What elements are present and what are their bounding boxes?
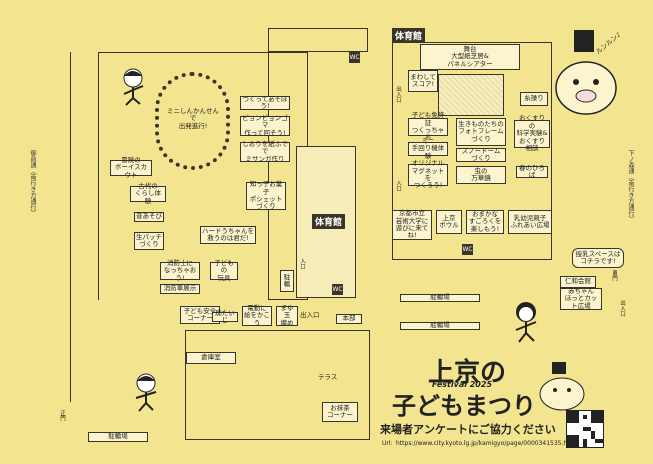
child-running-icon — [130, 372, 162, 412]
gym-door: 出入口 — [395, 86, 401, 103]
gym-booth: 乳幼児親子 ふれあい広場 — [508, 210, 552, 234]
outdoor-booth: 消防士に なっちゃおう! — [160, 259, 200, 281]
stage-title: 舞台 — [463, 44, 477, 53]
south-building — [185, 330, 370, 440]
outdoor-booth: 子ども安全 コーナー — [180, 306, 220, 324]
road-label-left: 御前通（南行き方通行） — [29, 150, 36, 216]
north-building — [268, 28, 368, 52]
gym-booth: オリジナル マグネットを つくろう! — [408, 159, 448, 189]
gym-booth: まわして スコア! — [408, 70, 438, 92]
main-gym — [392, 42, 552, 260]
qr-code-icon[interactable] — [566, 410, 604, 448]
toilet-icon: WC — [332, 284, 343, 295]
gym-booth: 上京 ボウル — [436, 210, 462, 234]
main-gate: 正門 — [59, 410, 65, 421]
outdoor-booth: 消防車展示 — [160, 284, 200, 294]
survey-url[interactable]: https://www.city.kyoto.lg.jp/kamigyo/pag… — [396, 440, 578, 447]
outdoor-booth: 知っ子お菓子 ポシェット づくり — [246, 180, 286, 210]
outdoor-booth: 廃たいじ — [212, 309, 238, 324]
train-track-label: ミニしんかんせんで 出発進行! — [167, 107, 219, 130]
outdoor-booth: つくってあそぼう! — [240, 95, 290, 110]
gym-booth: 京都市立 芸術大学に 遊びに来てね! — [392, 209, 432, 240]
child-running-icon — [508, 300, 544, 344]
toilet-icon: WC — [349, 52, 360, 63]
outdoor-booth: ピョンピョンゴマ 作って回そう! — [240, 114, 290, 136]
gym-booth: 生きものたちの フォトフレーム づくり — [456, 118, 506, 146]
festival-badge: Festival 2025 — [432, 380, 493, 389]
gym-booth: ミニ 手回り機体験 — [408, 137, 448, 159]
outdoor-booth: 昔あそび — [134, 212, 164, 222]
storage-room: 倉庫室 — [186, 352, 236, 364]
gym-booth: 春のひろば — [516, 164, 548, 179]
festival-title: 上京の Festival 2025 子どもまつり — [392, 352, 542, 422]
outer-wall-top — [98, 52, 268, 53]
gym-door: 入口 — [395, 180, 401, 191]
outdoor-booth: まゆ玉 織め — [276, 304, 298, 326]
gym-booth: おくすりの 科学実験& おくすり相談 — [514, 115, 550, 152]
outdoor-booth: 生パッチ づくり — [134, 232, 164, 250]
gym-booth: おまかな すごろくを 楽しもう! — [466, 210, 504, 234]
outdoor-booth: 駐輪 — [280, 270, 294, 292]
east-gate: 東門 — [611, 270, 617, 281]
outdoor-booth: お抹茶 コーナー — [322, 402, 358, 422]
mascot-icon — [538, 362, 588, 412]
outdoor-booth: しおりを紙ふでで ミサンガ作り — [240, 140, 290, 162]
east-entrance: 出入口 — [619, 300, 625, 317]
stage: 舞台 大型紙芝居& パネルシアター — [420, 44, 520, 70]
outdoor-booth: ハードうちゃんを 救うのは君だ! — [200, 226, 256, 244]
gym-booth: 虫の 万華鏡 — [456, 166, 506, 184]
outer-wall-left — [70, 52, 370, 402]
outdoor-booth: 電動に 絵をかこう — [242, 303, 272, 327]
road-label-right: 下ノ森通（南行き方通行） — [627, 150, 634, 222]
inner-gym-door: 入口 — [299, 258, 305, 269]
bike-parking: 駐輪場 — [400, 322, 480, 330]
toilet-icon: WC — [462, 244, 473, 255]
train-track — [155, 72, 230, 170]
bike-parking: 駐輪場 — [88, 432, 148, 442]
main-lot — [98, 52, 268, 300]
bike-parking: 駐輪場 — [400, 294, 480, 302]
survey-url-label: Url: — [382, 440, 393, 447]
gym-booth: スノードーム づくり — [456, 147, 506, 162]
title-line-1: 上京の — [428, 358, 507, 388]
gym-booth: 糸操り — [520, 92, 548, 106]
outdoor-booth: 冒険の ボーイスカウト — [110, 156, 152, 178]
title-line-2: 子どもまつり — [392, 391, 536, 420]
gym-booth: 子ども免許証 つくっちゃお — [408, 111, 448, 141]
child-running-icon — [116, 66, 150, 106]
south-door: 出入口 — [300, 311, 320, 319]
ninna-hall: 仁和会館 — [560, 276, 596, 288]
survey-text: 来場者アンケートにご協力ください — [380, 423, 556, 436]
mascot-icon — [552, 30, 622, 120]
annex-label: 本部 — [336, 314, 362, 324]
stage-subtitle: 大型紙芝居& パネルシアター — [447, 52, 493, 68]
outdoor-booth: 子どもの 玩具 — [210, 259, 238, 281]
outdoor-booth: 古代の くらし体験 — [130, 182, 166, 204]
rest-space-label: 授乳スペースは コチラです! — [572, 248, 624, 268]
terrace-label: テラス — [318, 373, 338, 381]
seating-area — [438, 74, 504, 116]
inner-gym-label: 体育館 — [312, 214, 346, 229]
gym-label: 体育館 — [392, 28, 426, 43]
baby-space: 赤ちゃん ほっとカット広場 — [560, 287, 602, 310]
